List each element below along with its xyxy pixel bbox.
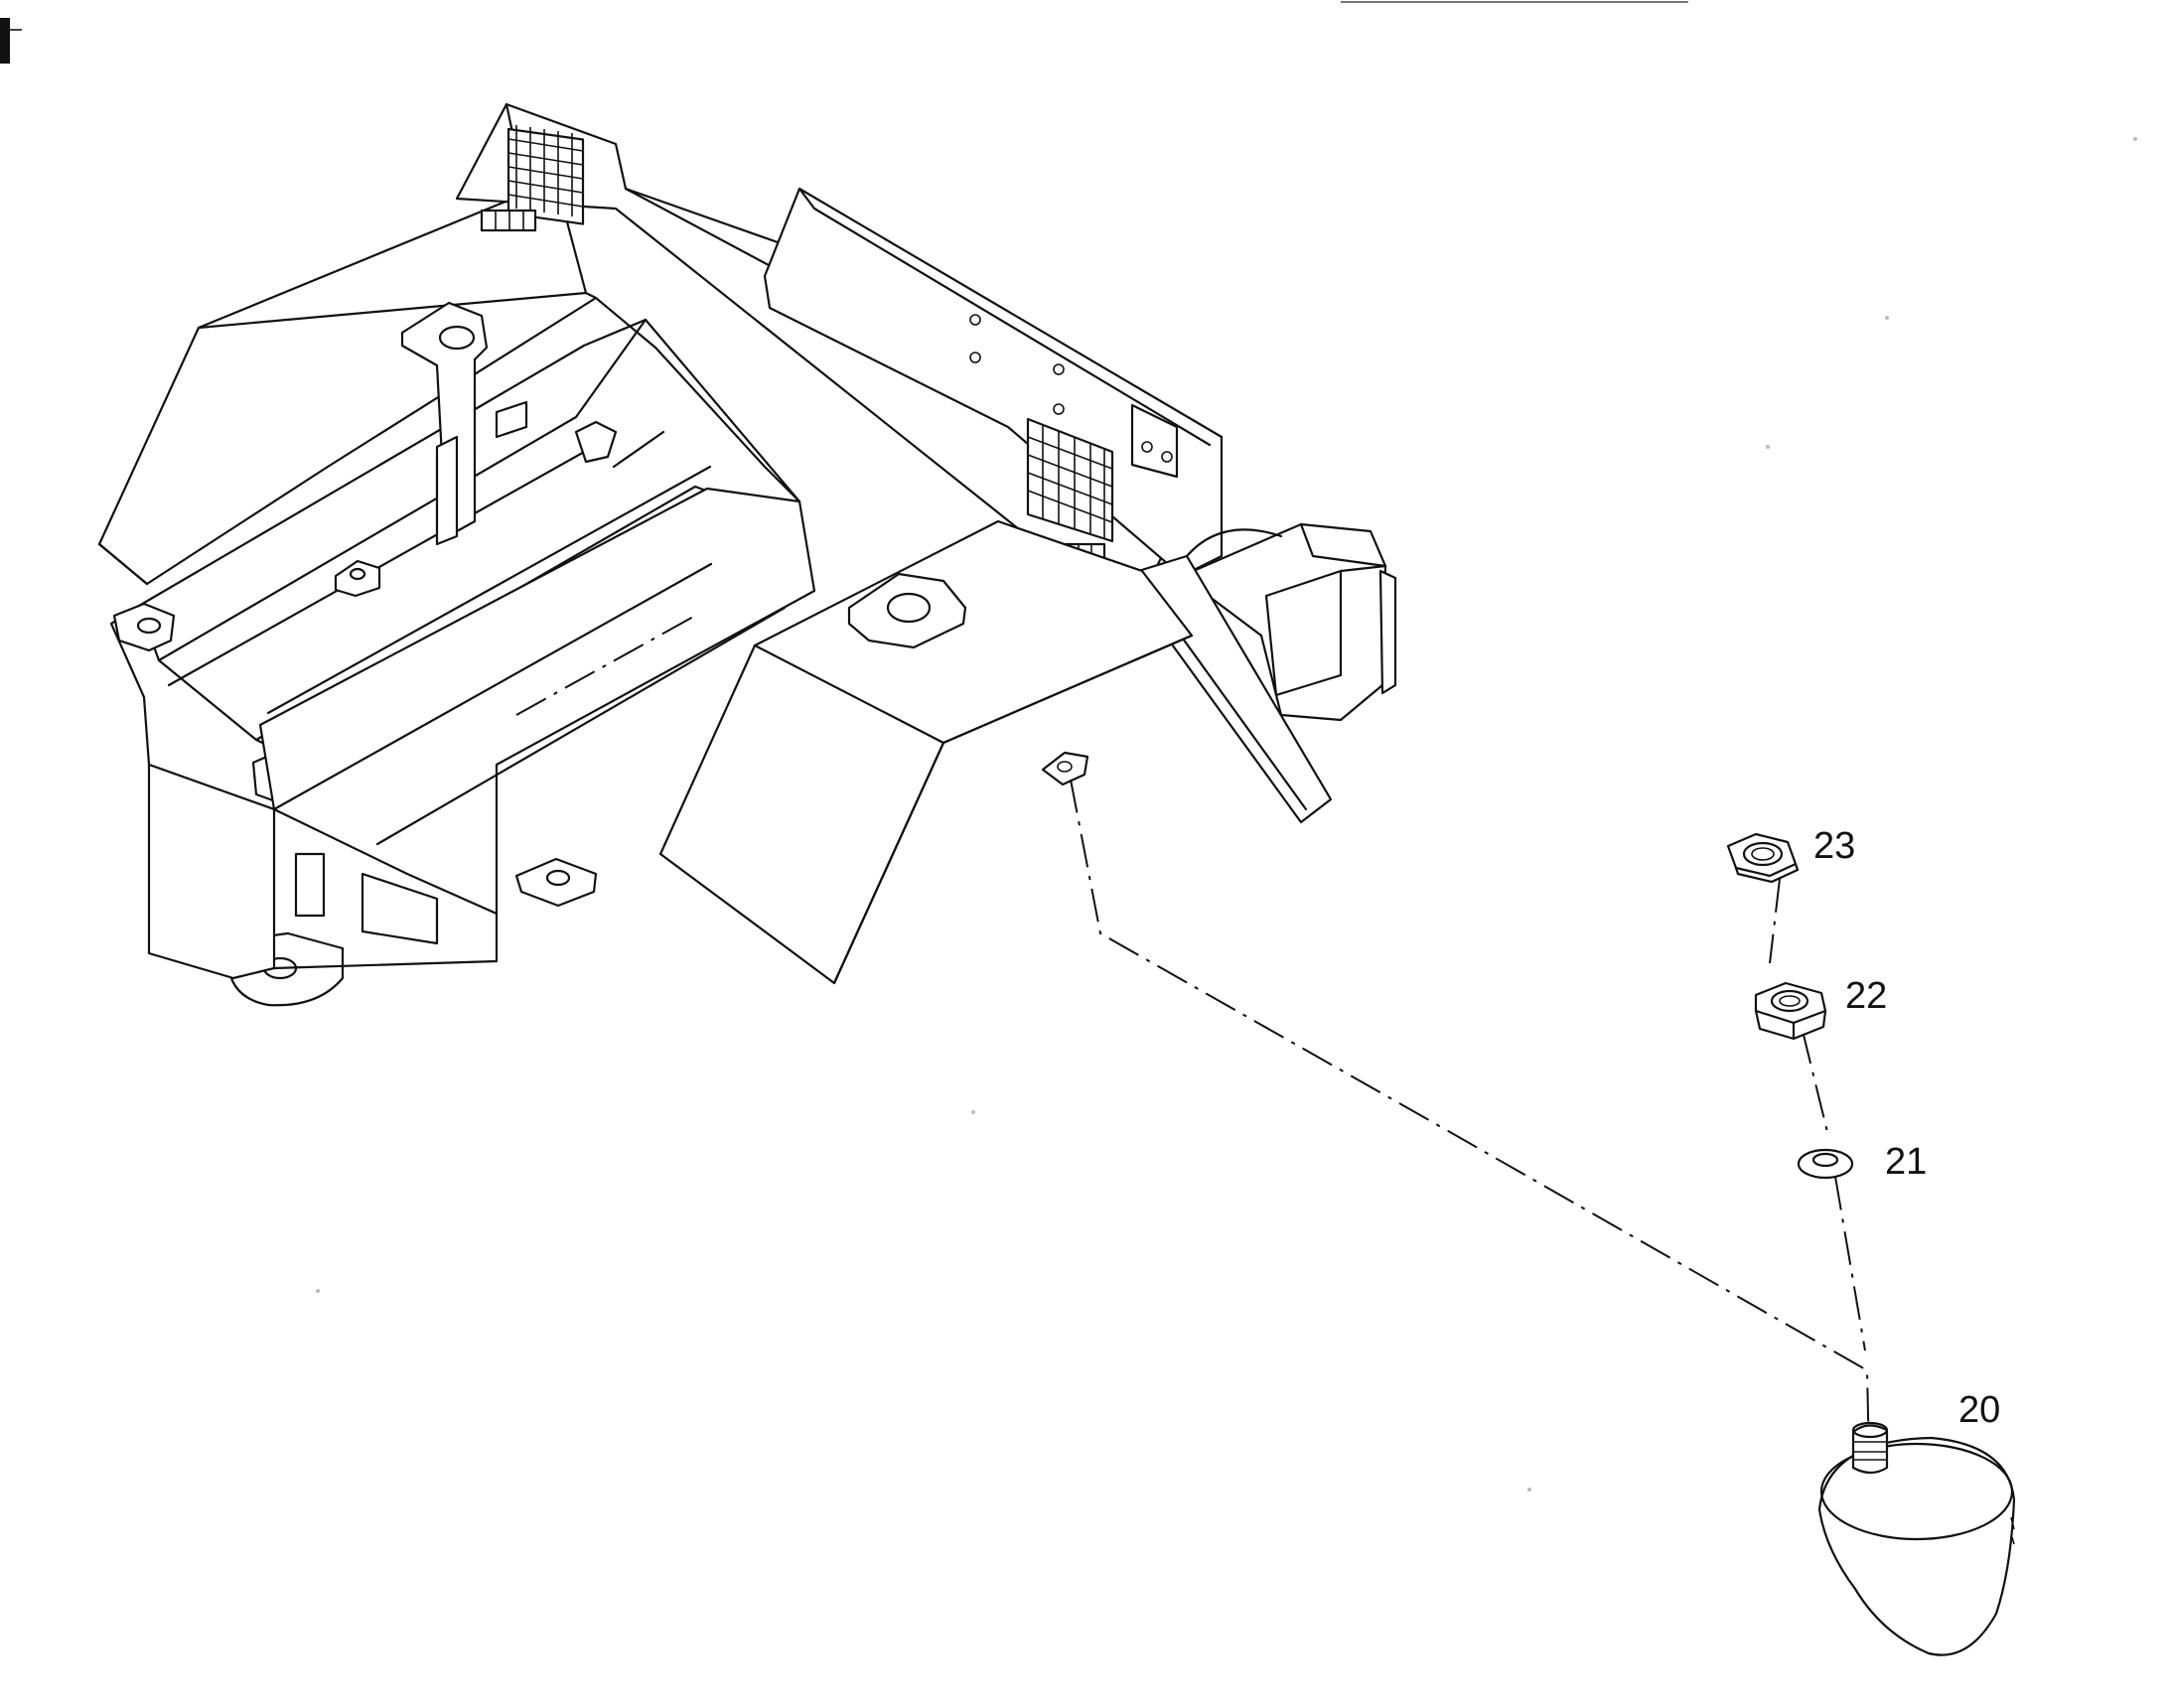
frame-assembly — [97, 102, 1397, 1007]
scan-artifacts — [0, 1, 2137, 1492]
top-boss — [847, 572, 967, 649]
mount-holes — [969, 314, 1065, 415]
nut-23 — [1726, 832, 1800, 884]
bumper-20 — [1817, 1421, 2016, 1656]
callout-label-21: 21 — [1885, 1141, 1927, 1183]
left-side-wall — [147, 763, 276, 980]
left-rear-block — [97, 179, 598, 586]
callout-label-22: 22 — [1845, 975, 1887, 1017]
callout-label-20: 20 — [1958, 1389, 2000, 1431]
callout-label-23: 23 — [1813, 825, 1855, 867]
mount-tab — [1041, 751, 1089, 786]
upper-vent-grid — [480, 125, 585, 232]
left-post — [400, 301, 618, 546]
center-channel — [258, 487, 816, 916]
assembly-center-lines — [1070, 779, 1870, 1461]
washer-21 — [1797, 1148, 1854, 1180]
nut-22 — [1754, 981, 1827, 1041]
